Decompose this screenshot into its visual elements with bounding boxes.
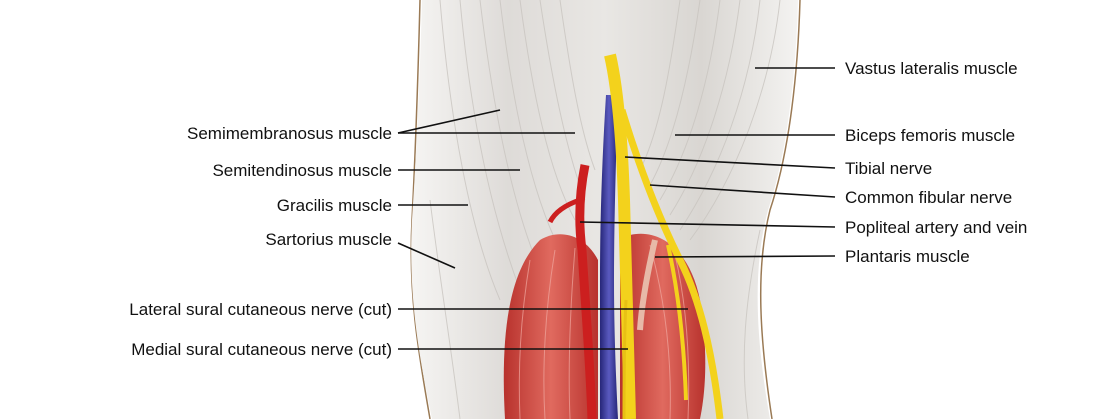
label-semitendinosus: Semitendinosus muscle	[212, 161, 392, 180]
right-labels: Vastus lateralis muscle Biceps femoris m…	[845, 59, 1027, 266]
label-semimembranosus: Semimembranosus muscle	[187, 124, 392, 143]
label-vastus-lateralis: Vastus lateralis muscle	[845, 59, 1018, 78]
label-medial-sural-cutaneous-nerve: Medial sural cutaneous nerve (cut)	[131, 340, 392, 359]
label-sartorius: Sartorius muscle	[265, 230, 392, 249]
label-lateral-sural-cutaneous-nerve: Lateral sural cutaneous nerve (cut)	[129, 300, 392, 319]
label-plantaris: Plantaris muscle	[845, 247, 970, 266]
label-tibial-nerve: Tibial nerve	[845, 159, 932, 178]
left-labels: Semimembranosus muscle Semitendinosus mu…	[129, 124, 392, 359]
label-common-fibular-nerve: Common fibular nerve	[845, 188, 1012, 207]
label-gracilis: Gracilis muscle	[277, 196, 392, 215]
label-biceps-femoris: Biceps femoris muscle	[845, 126, 1015, 145]
label-popliteal-artery-vein: Popliteal artery and vein	[845, 218, 1027, 237]
